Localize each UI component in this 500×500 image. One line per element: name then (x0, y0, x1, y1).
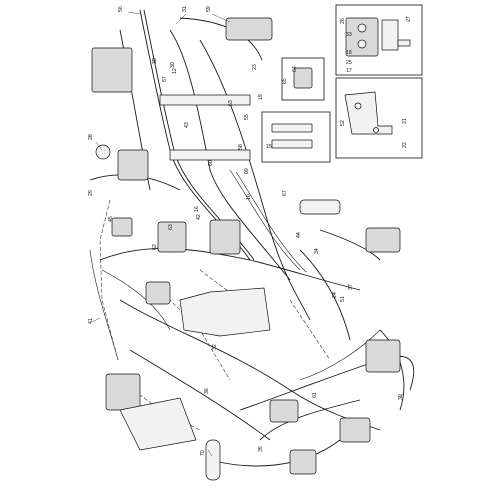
callout-42: 42 (196, 214, 202, 220)
callout-38: 38 (152, 58, 158, 64)
callout-63: 63 (168, 224, 174, 230)
callout-34: 34 (314, 248, 320, 254)
callout-43: 43 (184, 122, 190, 128)
callout-61: 61 (312, 392, 318, 398)
callout-09: 09 (244, 168, 250, 174)
control-valve (157, 221, 187, 253)
callout-16: 16 (194, 206, 200, 212)
callout-51: 51 (340, 296, 346, 302)
inset-valve-detail (261, 111, 331, 163)
valve-block-top (225, 17, 273, 41)
callout-22: 22 (402, 142, 408, 148)
callout-25: 25 (346, 60, 352, 66)
sleeve-70 (205, 439, 221, 481)
callout-27: 27 (406, 16, 412, 22)
callout-41: 41 (88, 318, 94, 324)
callout-30: 30 (170, 62, 176, 68)
motor-valve (209, 219, 241, 255)
callout-19: 19 (258, 94, 264, 100)
small-valve (111, 217, 133, 237)
callout-44: 44 (296, 232, 302, 238)
callout-24: 24 (332, 292, 338, 298)
inset-small-block (281, 57, 325, 101)
hydraulic-tank (179, 287, 271, 337)
cylinder (299, 199, 341, 215)
callout-21: 21 (402, 118, 408, 124)
callout-67: 67 (282, 190, 288, 196)
callout-33: 33 (346, 32, 352, 38)
distributor-left (105, 373, 141, 411)
callout-12: 12 (172, 68, 178, 74)
manifold-rail (159, 94, 251, 106)
block-bottom (289, 449, 317, 475)
components (91, 17, 401, 481)
filter-block (145, 281, 171, 305)
callout-36: 36 (204, 388, 210, 394)
callout-15: 15 (266, 144, 272, 150)
callout-37: 37 (348, 284, 354, 290)
callout-59: 59 (206, 6, 212, 12)
callout-45: 45 (108, 216, 114, 222)
callout-32: 32 (212, 344, 218, 350)
callout-65: 65 (282, 78, 288, 84)
callout-26: 26 (340, 18, 346, 24)
inset-bracket (335, 77, 423, 159)
callout-55: 55 (244, 114, 250, 120)
valve-block-right (365, 227, 401, 253)
callout-64: 64 (292, 66, 298, 72)
block-mid-bottom (269, 399, 299, 423)
block-right-bottom (339, 417, 371, 443)
bottom-plate (119, 397, 197, 451)
callout-31: 31 (182, 6, 188, 12)
callout-58: 58 (238, 144, 244, 150)
valve-block-lower-right (365, 339, 401, 373)
callout-10: 10 (246, 194, 252, 200)
inset-top-right (335, 4, 423, 76)
callout-35: 35 (258, 446, 264, 452)
callout-28: 28 (88, 134, 94, 140)
callout-23: 23 (252, 64, 258, 70)
callout-57: 57 (162, 76, 168, 82)
manifold-rail-2 (169, 149, 251, 161)
callout-18: 18 (346, 50, 352, 56)
callout-17: 17 (346, 68, 352, 74)
pump-unit (117, 149, 149, 181)
fitting-28 (95, 144, 111, 160)
callout-60: 60 (208, 160, 214, 166)
callout-39: 39 (398, 394, 404, 400)
callout-62: 62 (152, 244, 158, 250)
callout-29: 29 (88, 190, 94, 196)
callout-56: 56 (118, 6, 124, 12)
callout-52: 52 (340, 120, 346, 126)
callout-leaders (91, 11, 405, 457)
valve-bank-left (91, 47, 133, 93)
callout-53: 53 (228, 100, 234, 106)
callout-70: 70 (200, 450, 206, 456)
